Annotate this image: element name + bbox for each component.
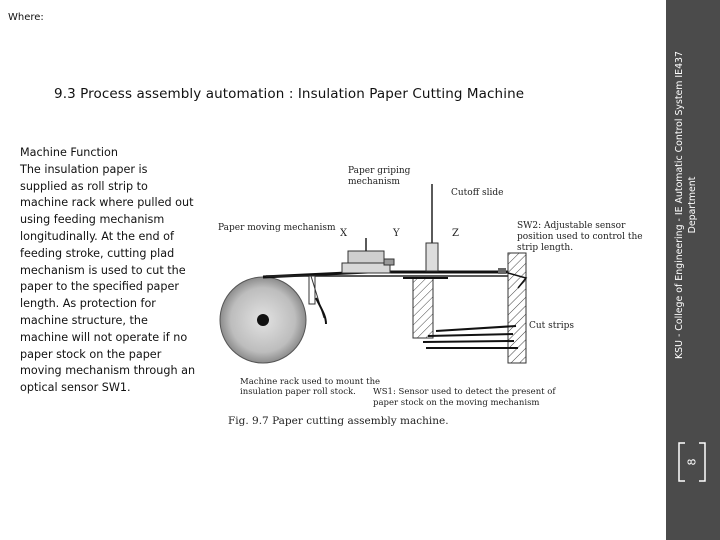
page-number: 8 (685, 458, 699, 466)
label-rack-1: Machine rack used to mount the (240, 377, 380, 387)
label-axis-x: X (340, 228, 348, 239)
sidebar-line-1: KSU - College of Engineering - IE Automa… (674, 51, 685, 359)
gripper-body (347, 250, 385, 264)
label-axis-y: Y (392, 228, 400, 239)
label-axis-z: Z (452, 228, 459, 239)
sidebar-vertical-label: KSU - College of Engineering - IE Automa… (673, 0, 713, 410)
label-sw2-1: SW2: Adjustable sensor (517, 221, 626, 231)
body-heading: Machine Function (20, 146, 118, 159)
gripper-nut (383, 258, 395, 266)
rack-arm (315, 297, 327, 325)
label-moving-mechanism: Paper moving mechanism (218, 223, 336, 233)
body-paragraph: The insulation paper is supplied as roll… (20, 162, 196, 395)
cutoff-slide-block (412, 277, 434, 339)
machine-diagram: Paper griping mechanism Cutoff slide Pap… (218, 166, 643, 427)
label-ws1-2: paper stock on the moving mechanism (373, 398, 540, 408)
label-sw2-2: position used to control the (517, 232, 643, 242)
where-label: Where: (8, 12, 44, 23)
right-sidebar (666, 0, 720, 540)
label-ws1-1: WS1: Sensor used to detect the present o… (373, 387, 556, 397)
figure-caption: Fig. 9.7 Paper cutting assembly machine. (228, 415, 449, 427)
right-frame (507, 252, 527, 364)
label-cut-strips: Cut strips (529, 321, 574, 331)
sw2-sensor (507, 272, 528, 289)
label-cutoff-slide: Cutoff slide (451, 188, 503, 198)
gripper-base (341, 262, 391, 274)
label-gripping-1: Paper griping (348, 166, 411, 176)
label-sw2-3: strip length. (517, 243, 573, 253)
cut-strips-stack (422, 325, 518, 349)
sw2-sensor-head (498, 268, 506, 274)
page-number-bracket (678, 442, 706, 482)
cutter-blade (425, 242, 439, 272)
sidebar-line-2: Department (687, 176, 698, 234)
paper-cutting-machine-figure: Paper griping mechanism Cutoff slide Pap… (208, 148, 655, 435)
label-gripping-2: mechanism (348, 177, 400, 187)
slide-title: 9.3 Process assembly automation : Insula… (54, 86, 525, 102)
machine-function-text: Machine Function The insulation paper is… (20, 145, 196, 397)
roll-hub (257, 314, 269, 326)
label-rack-2: insulation paper roll stock. (240, 387, 356, 397)
